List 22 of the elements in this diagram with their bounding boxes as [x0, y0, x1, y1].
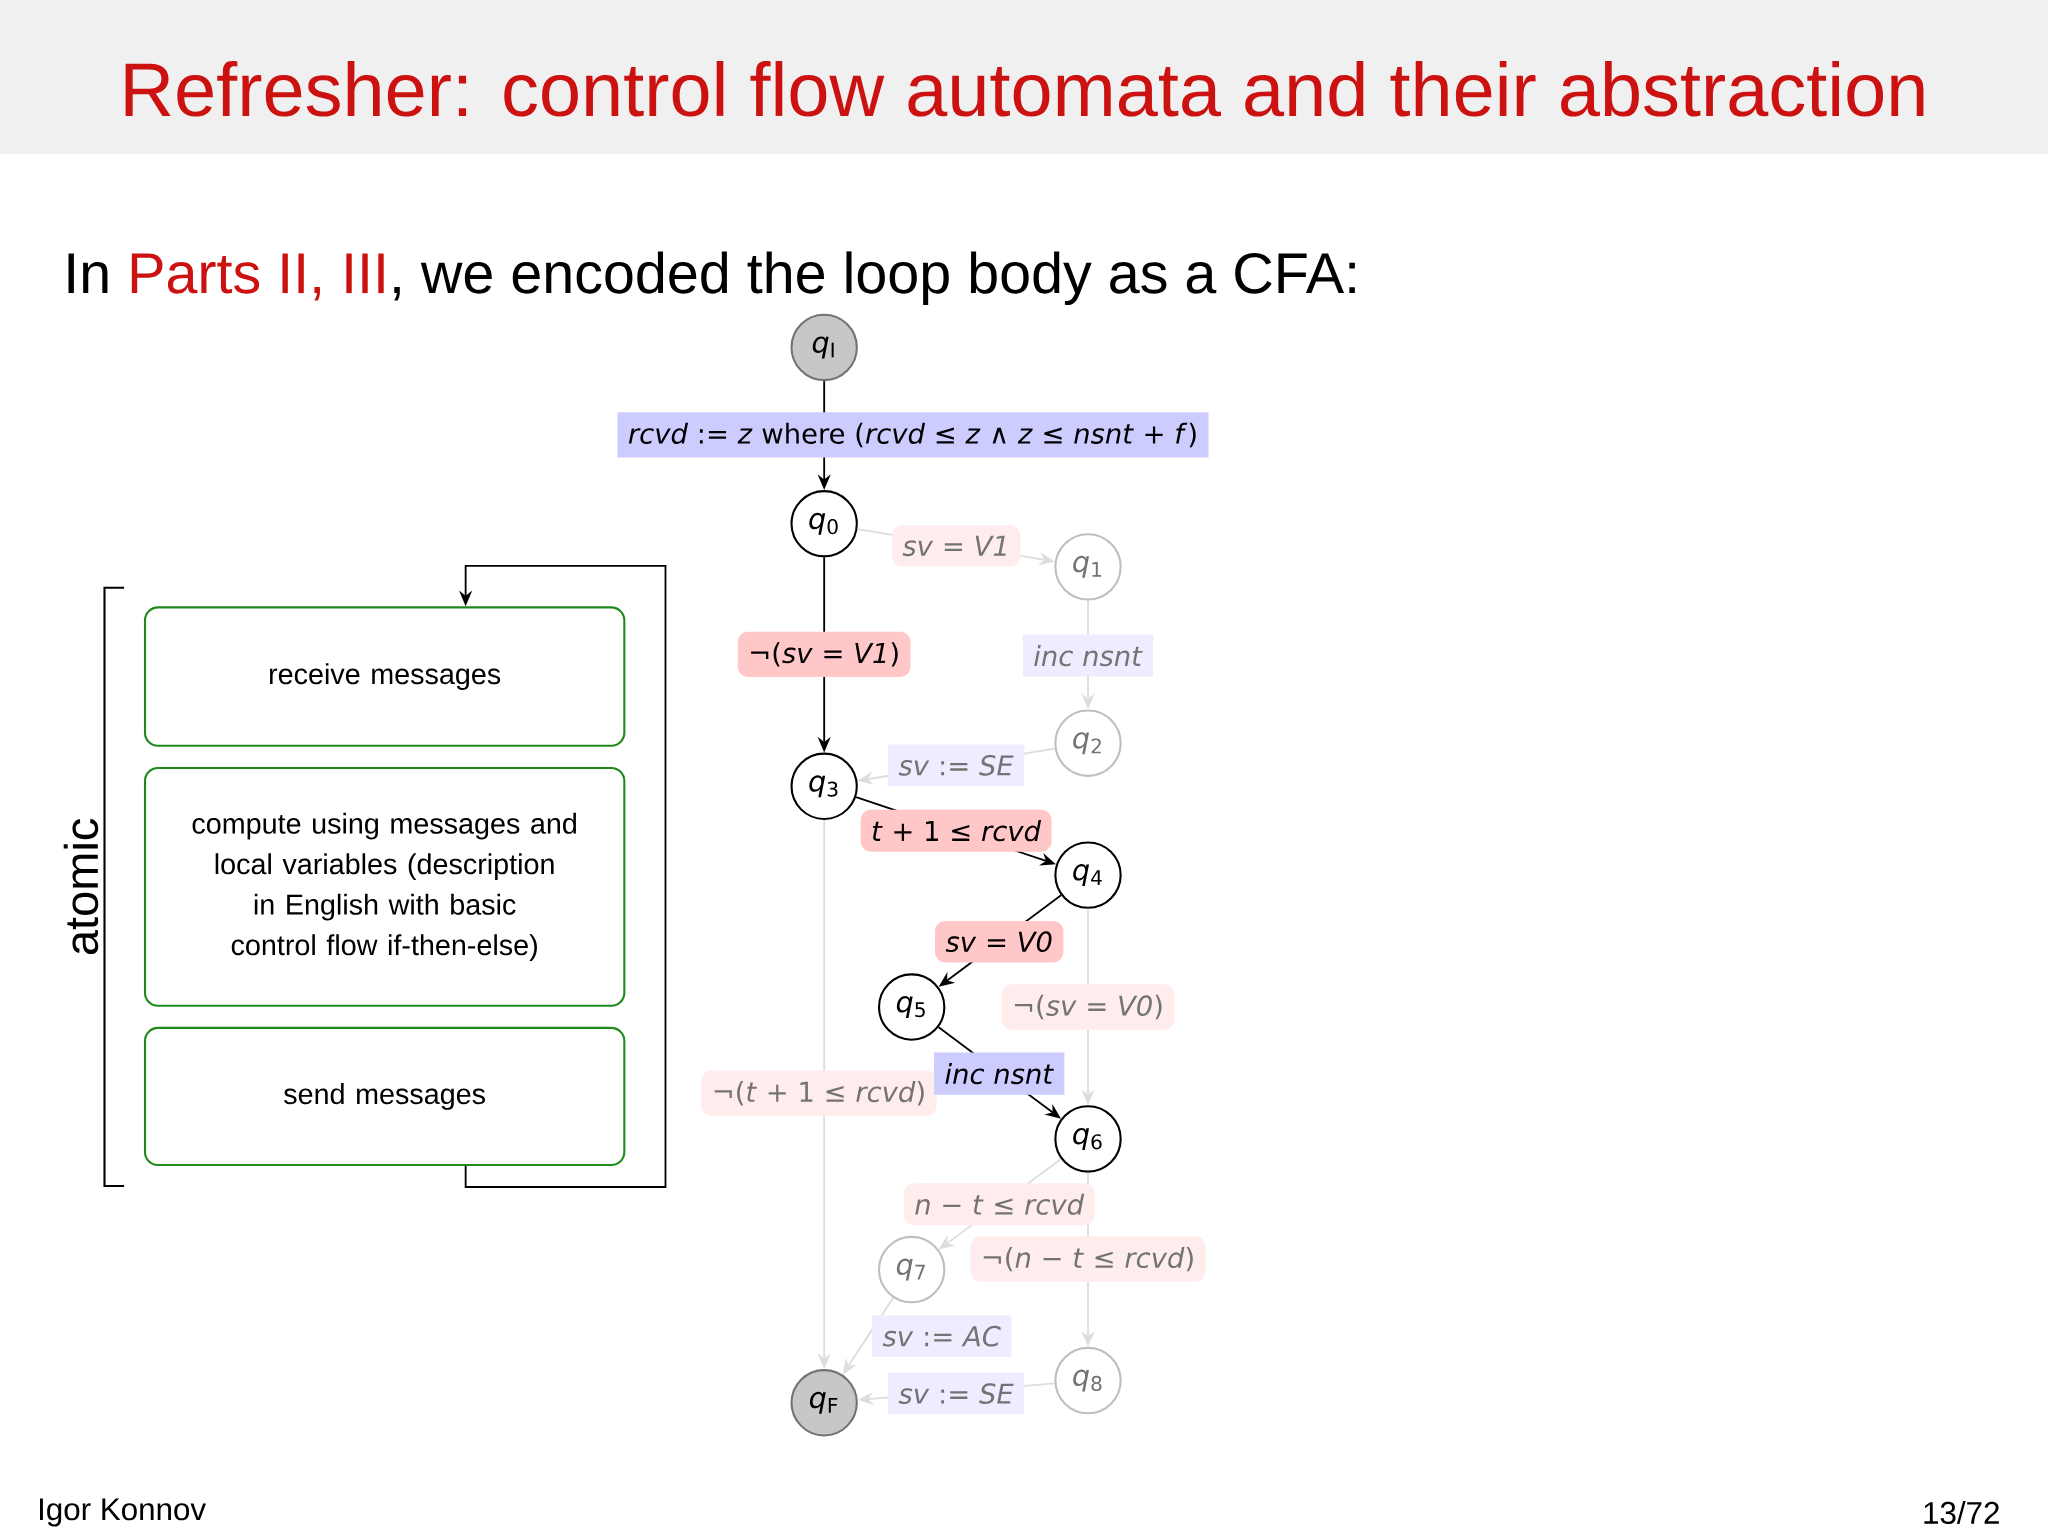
process-box: receive messages — [143, 606, 626, 747]
edge-label: rcvd := z where (rcvd ≤ z ∧ z ≤ nsnt + f) — [617, 412, 1209, 458]
edge-label: sv := AC — [872, 1315, 1012, 1357]
edge-label: inc nsnt — [934, 1052, 1065, 1095]
edge-label: n − t ≤ rcvd — [903, 1183, 1095, 1226]
process-box: send messages — [143, 1026, 626, 1167]
side-label: atomic — [63, 818, 99, 955]
edge-label: ¬(n − t ≤ rcvd) — [970, 1236, 1206, 1282]
edge-label: inc nsnt — [1022, 634, 1154, 677]
sentence: In Parts II, III , we encoded the loop body as a CFA: — [68, 251, 1355, 305]
edge-label: sv = V1 — [891, 525, 1021, 567]
edge-label: t + 1 ≤ rcvd — [860, 809, 1052, 852]
edge-label: sv = V0 — [935, 920, 1064, 963]
process-box: compute using messages and local variables (description in English with basic control flow if-then-else) — [143, 766, 626, 1007]
edge-label: ¬(t + 1 ≤ rcvd) — [701, 1070, 937, 1116]
slide-title: Refresher: control flow automata and their abstraction — [125, 61, 1924, 117]
edge-label: ¬(sv = V1) — [737, 631, 911, 678]
edge-label: sv := SE — [888, 1372, 1025, 1415]
edge-label: ¬(sv = V0) — [1001, 984, 1175, 1030]
edge-label: sv := SE — [888, 744, 1025, 787]
author-name: Igor Konnov — [40, 1498, 206, 1527]
page-number: 13/72 — [1924, 1501, 1999, 1524]
